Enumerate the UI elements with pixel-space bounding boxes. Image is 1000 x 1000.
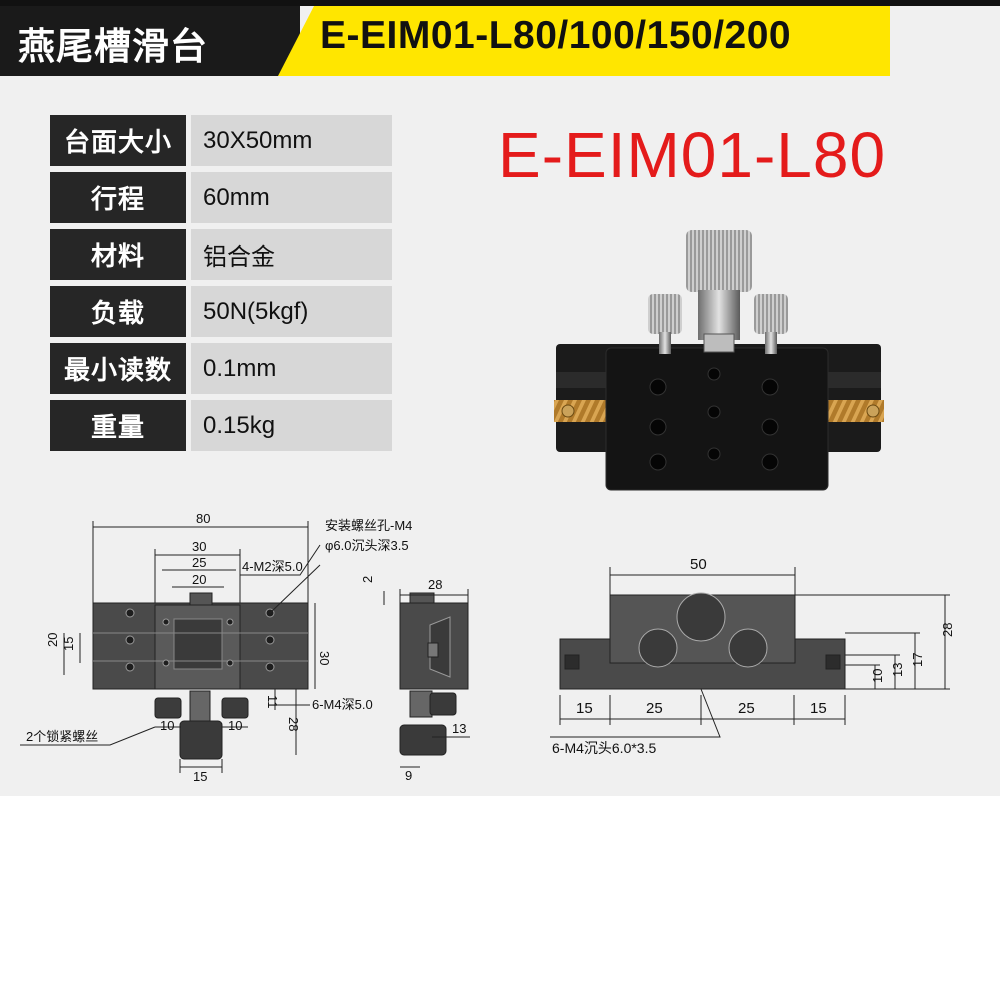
dim-label: 80 [196,511,210,526]
dim-label: 25 [192,555,206,570]
dim-label: 25 [646,700,663,717]
dim-label: 10 [228,718,242,733]
spec-value: 30X50mm [191,115,392,166]
dim-label: 28 [286,717,301,731]
spec-value: 60mm [191,172,392,223]
spec-value: 铝合金 [191,229,392,280]
callout-m2-holes: 4-M2深5.0 [242,559,303,574]
dim-label: 10 [160,718,174,733]
rack-screw-icon [866,404,880,418]
spec-row: 行程 60mm [50,172,392,223]
lock-screw-left-icon [648,294,682,334]
callout-mount-hole: 安装螺丝孔-M4 [325,518,412,533]
dim-label: 50 [690,556,707,573]
model-name: E-EIM01-L80 [498,119,887,191]
knob-shaft [698,290,740,340]
dim-label: 17 [910,653,925,667]
header-model-bar [278,6,890,76]
dim-label: 15 [61,637,76,651]
spec-row: 重量 0.15kg [50,400,392,451]
dim-label: 15 [193,769,207,784]
dim-label: 15 [576,700,593,717]
lock-screw-knob-icon [154,697,182,719]
dim-label: 13 [890,663,905,677]
product-photo [554,230,884,491]
spec-value: 0.1mm [191,343,392,394]
dim-label: 15 [810,700,827,717]
dim-label: 11 [265,695,280,709]
technical-drawing: 80 30 25 20 20 15 30 11 28 10 10 15 安装螺丝… [20,511,955,784]
rack-screw-icon [561,404,575,418]
spec-label: 重量 [50,400,186,451]
dim-label: 30 [192,539,206,554]
dim-label: 10 [870,669,885,683]
spec-label: 台面大小 [50,115,186,166]
dim-label: 13 [452,721,466,736]
adjust-knob-icon [179,720,223,760]
brass-rack-right [826,400,884,422]
spec-value: 50N(5kgf) [191,286,392,337]
spec-row: 最小读数 0.1mm [50,343,392,394]
spec-value: 0.15kg [191,400,392,451]
spec-label: 负载 [50,286,186,337]
spec-table: 台面大小 30X50mm 行程 60mm 材料 铝合金 负载 50N(5kgf)… [50,115,392,457]
lock-screw-right-icon [754,294,788,334]
header-model-range: E-EIM01-L80/100/150/200 [320,14,792,57]
dim-label: 20 [45,633,60,647]
dim-label: 28 [940,623,955,637]
lock-screw-knob-icon [221,697,249,719]
mounting-holes [649,367,779,471]
dim-label: 2 [360,576,375,583]
dim-label: 9 [405,768,412,783]
callout-front-holes: 6-M4沉头6.0*3.5 [552,740,656,756]
header-title: 燕尾槽滑台 [18,25,208,68]
dim-label: 28 [428,577,442,592]
callout-lock-screws: 2个锁紧螺丝 [26,729,98,744]
spec-label: 材料 [50,229,186,280]
spec-row: 台面大小 30X50mm [50,115,392,166]
spec-label: 行程 [50,172,186,223]
spec-row: 材料 铝合金 [50,229,392,280]
callout-counterbore: φ6.0沉头深3.5 [325,538,409,553]
adjustment-knob-icon [686,230,752,292]
dim-label: 20 [192,572,206,587]
spec-row: 负载 50N(5kgf) [50,286,392,337]
dim-label: 25 [738,700,755,717]
callout-m4-holes: 6-M4深5.0 [312,697,373,712]
header-title-bar: 燕尾槽滑台 [0,6,300,76]
spec-label: 最小读数 [50,343,186,394]
dim-label: 30 [317,651,332,665]
